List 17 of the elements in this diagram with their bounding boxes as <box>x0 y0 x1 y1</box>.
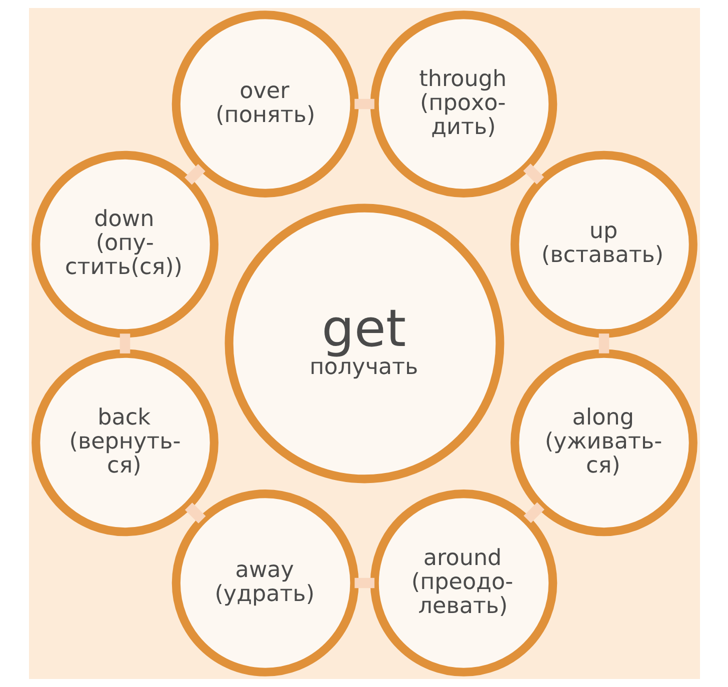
connector <box>119 334 130 354</box>
connector <box>184 502 206 524</box>
connector <box>354 98 374 110</box>
node-circle: get получать <box>224 204 504 484</box>
connector <box>523 502 544 524</box>
connector <box>598 334 609 354</box>
node-circle: through (прохо- дить) <box>370 10 557 198</box>
connector <box>522 164 544 184</box>
node-circle: back (вернуть- ся) <box>31 349 218 536</box>
node-circle: around (преодо- левать) <box>370 490 557 676</box>
node-circle: away (удрать) <box>171 490 358 676</box>
node-circle: up (вставать) <box>510 150 697 338</box>
connector <box>184 164 205 185</box>
node-circle: down (опу- стить(ся)) <box>31 150 218 338</box>
node-circle: over (понять) <box>171 10 358 198</box>
node-circle: along (уживать- ся) <box>510 349 697 536</box>
connector <box>354 578 374 588</box>
